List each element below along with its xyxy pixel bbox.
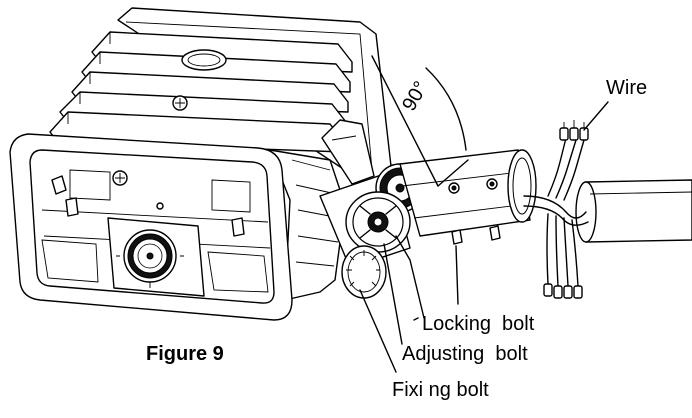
top-vent-plate — [181, 49, 227, 71]
mounting-knuckle — [319, 119, 537, 299]
pole-clamp — [399, 149, 537, 245]
pole — [575, 179, 692, 243]
fixing-ring — [341, 245, 387, 299]
wires — [523, 120, 589, 299]
adjusting-rosette — [345, 191, 411, 253]
angle-label: 90° — [398, 78, 432, 115]
locking-bolt-label: Locking bolt — [422, 313, 535, 335]
fixing-bolt-label: Fixi ng bolt — [392, 379, 489, 401]
adjusting-bolt-label: Adjusting bolt — [402, 343, 528, 365]
luminaire-body — [9, 7, 393, 321]
figure-caption: Figure 9 — [146, 343, 224, 365]
cooling-fins — [49, 31, 353, 153]
leader-lines — [359, 101, 609, 373]
wire-label: Wire — [606, 77, 647, 99]
